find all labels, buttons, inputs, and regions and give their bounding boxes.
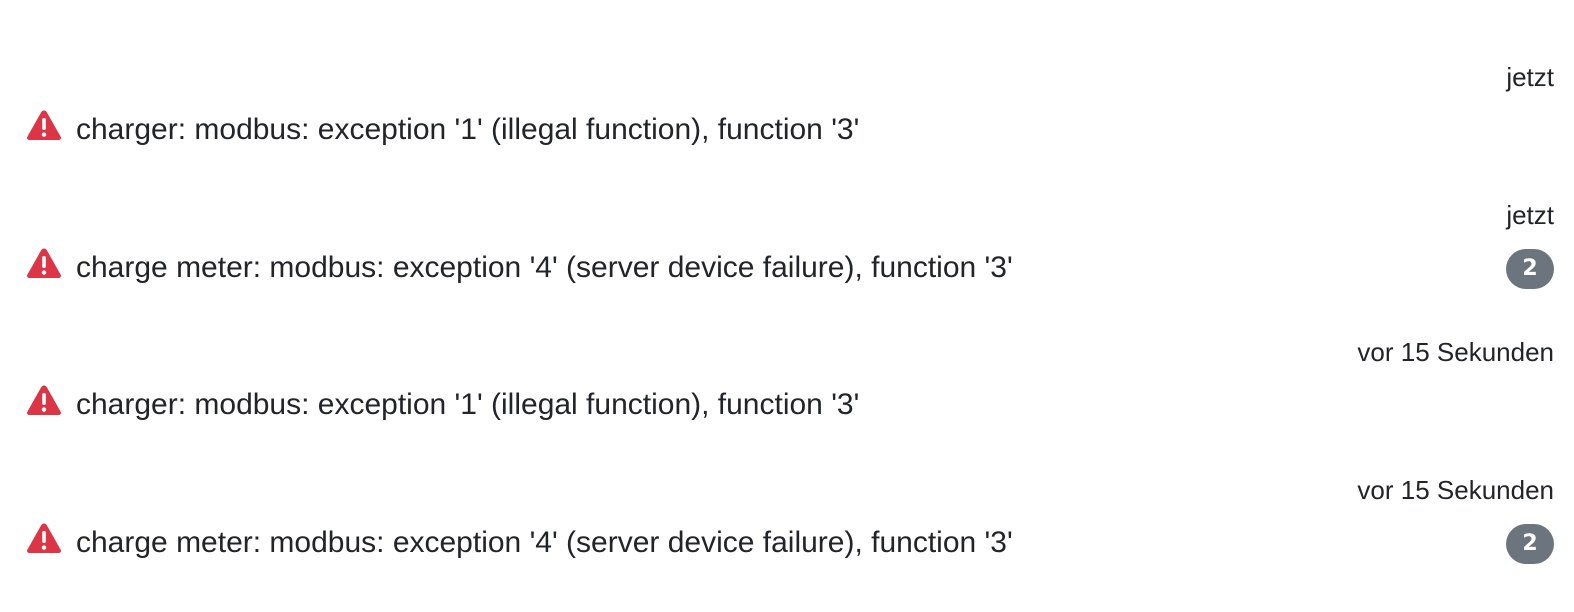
- count-badge: 2: [1506, 249, 1554, 289]
- notification-timestamp: jetzt: [1506, 62, 1554, 92]
- notification-message: charger: modbus: exception '1' (illegal …: [76, 388, 860, 421]
- count-badge: 2: [1506, 524, 1554, 564]
- notification-timestamp: vor 15 Sekunden: [1357, 475, 1554, 505]
- notification-item: vor 15 Sekunden charger: modbus: excepti…: [0, 333, 1574, 453]
- notification-timestamp: vor 15 Sekunden: [1357, 337, 1554, 367]
- warning-triangle-icon: [27, 523, 61, 553]
- notification-item: vor 15 Sekunden charge meter: modbus: ex…: [0, 471, 1574, 591]
- warning-triangle-icon: [27, 248, 61, 278]
- warning-triangle-icon: [27, 385, 61, 415]
- notification-message: charge meter: modbus: exception '4' (ser…: [76, 526, 1013, 559]
- notification-message: charger: modbus: exception '1' (illegal …: [76, 113, 860, 146]
- notification-item: jetzt charger: modbus: exception '1' (il…: [0, 58, 1574, 178]
- notification-item: jetzt charge meter: modbus: exception '4…: [0, 196, 1574, 316]
- notification-timestamp: jetzt: [1506, 200, 1554, 230]
- notification-message: charge meter: modbus: exception '4' (ser…: [76, 251, 1013, 284]
- warning-triangle-icon: [27, 110, 61, 140]
